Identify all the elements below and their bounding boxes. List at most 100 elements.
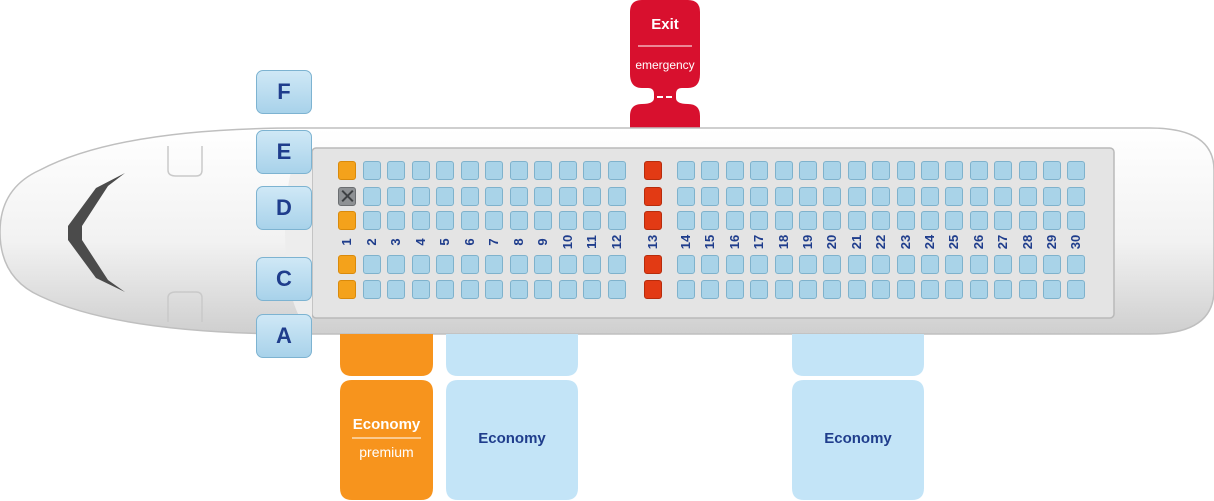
seat-21-a[interactable]	[847, 279, 866, 299]
seat-27-d[interactable]	[994, 186, 1013, 206]
seat-10-e[interactable]	[558, 160, 577, 180]
seat-6-a[interactable]	[460, 279, 479, 299]
seat-20-a[interactable]	[823, 279, 842, 299]
seat-28-c[interactable]	[1018, 254, 1037, 274]
seat-23-c[interactable]	[896, 254, 915, 274]
seat-11-e[interactable]	[583, 160, 601, 180]
seat-2-e[interactable]	[362, 160, 381, 180]
seat-17-d2[interactable]	[750, 210, 769, 230]
seat-9-e[interactable]	[534, 160, 552, 180]
seat-15-e[interactable]	[701, 160, 720, 180]
seat-26-c[interactable]	[969, 254, 988, 274]
seat-13-d[interactable]	[644, 186, 662, 206]
seat-10-d2[interactable]	[558, 210, 577, 230]
seat-30-c[interactable]	[1067, 254, 1086, 274]
seat-6-c[interactable]	[460, 254, 479, 274]
seat-19-d[interactable]	[799, 186, 817, 206]
seat-25-a[interactable]	[945, 279, 964, 299]
seat-18-d[interactable]	[774, 186, 793, 206]
seat-24-c[interactable]	[921, 254, 939, 274]
seat-17-d[interactable]	[750, 186, 769, 206]
seat-16-d[interactable]	[725, 186, 744, 206]
seat-7-c[interactable]	[485, 254, 503, 274]
seat-10-d[interactable]	[558, 186, 577, 206]
seat-6-d2[interactable]	[460, 210, 479, 230]
seat-7-a[interactable]	[485, 279, 503, 299]
seat-10-a[interactable]	[558, 279, 577, 299]
seat-21-c[interactable]	[847, 254, 866, 274]
seat-13-c[interactable]	[644, 254, 662, 274]
seat-21-d[interactable]	[847, 186, 866, 206]
seat-28-d[interactable]	[1018, 186, 1037, 206]
seat-14-e[interactable]	[677, 160, 695, 180]
seat-18-d2[interactable]	[774, 210, 793, 230]
seat-2-d2[interactable]	[362, 210, 381, 230]
seat-3-a[interactable]	[387, 279, 405, 299]
seat-23-d2[interactable]	[896, 210, 915, 230]
seat-20-c[interactable]	[823, 254, 842, 274]
seat-15-d2[interactable]	[701, 210, 720, 230]
seat-27-c[interactable]	[994, 254, 1013, 274]
seat-25-d[interactable]	[945, 186, 964, 206]
seat-1-a[interactable]	[338, 279, 356, 299]
seat-8-a[interactable]	[509, 279, 528, 299]
seat-15-c[interactable]	[701, 254, 720, 274]
seat-19-c[interactable]	[799, 254, 817, 274]
seat-29-d[interactable]	[1043, 186, 1061, 206]
seat-17-e[interactable]	[750, 160, 769, 180]
seat-15-d[interactable]	[701, 186, 720, 206]
seat-23-e[interactable]	[896, 160, 915, 180]
seat-28-e[interactable]	[1018, 160, 1037, 180]
seat-17-c[interactable]	[750, 254, 769, 274]
seat-4-d2[interactable]	[411, 210, 430, 230]
seat-29-c[interactable]	[1043, 254, 1061, 274]
seat-22-c[interactable]	[872, 254, 891, 274]
seat-8-d[interactable]	[509, 186, 528, 206]
seat-1-d[interactable]	[338, 186, 356, 206]
seat-18-c[interactable]	[774, 254, 793, 274]
seat-3-d[interactable]	[387, 186, 405, 206]
seat-21-e[interactable]	[847, 160, 866, 180]
seat-1-c[interactable]	[338, 254, 356, 274]
seat-7-d2[interactable]	[485, 210, 503, 230]
seat-30-e[interactable]	[1067, 160, 1086, 180]
seat-20-d[interactable]	[823, 186, 842, 206]
seat-27-d2[interactable]	[994, 210, 1013, 230]
seat-6-e[interactable]	[460, 160, 479, 180]
seat-18-a[interactable]	[774, 279, 793, 299]
seat-7-e[interactable]	[485, 160, 503, 180]
seat-30-a[interactable]	[1067, 279, 1086, 299]
seat-1-e[interactable]	[338, 160, 356, 180]
seat-3-e[interactable]	[387, 160, 405, 180]
seat-13-e[interactable]	[644, 160, 662, 180]
seat-30-d2[interactable]	[1067, 210, 1086, 230]
seat-16-d2[interactable]	[725, 210, 744, 230]
seat-4-a[interactable]	[411, 279, 430, 299]
seat-25-c[interactable]	[945, 254, 964, 274]
seat-14-a[interactable]	[677, 279, 695, 299]
seat-22-e[interactable]	[872, 160, 891, 180]
seat-3-d2[interactable]	[387, 210, 405, 230]
seat-17-a[interactable]	[750, 279, 769, 299]
seat-8-e[interactable]	[509, 160, 528, 180]
seat-5-a[interactable]	[436, 279, 454, 299]
seat-1-d2[interactable]	[338, 210, 356, 230]
seat-5-e[interactable]	[436, 160, 454, 180]
seat-9-d2[interactable]	[534, 210, 552, 230]
seat-25-e[interactable]	[945, 160, 964, 180]
seat-11-d[interactable]	[583, 186, 601, 206]
seat-12-e[interactable]	[607, 160, 626, 180]
seat-14-d2[interactable]	[677, 210, 695, 230]
seat-30-d[interactable]	[1067, 186, 1086, 206]
seat-2-d[interactable]	[362, 186, 381, 206]
seat-8-c[interactable]	[509, 254, 528, 274]
seat-27-e[interactable]	[994, 160, 1013, 180]
seat-16-a[interactable]	[725, 279, 744, 299]
seat-4-e[interactable]	[411, 160, 430, 180]
seat-29-d2[interactable]	[1043, 210, 1061, 230]
seat-26-a[interactable]	[969, 279, 988, 299]
seat-19-e[interactable]	[799, 160, 817, 180]
seat-20-d2[interactable]	[823, 210, 842, 230]
seat-5-c[interactable]	[436, 254, 454, 274]
seat-14-c[interactable]	[677, 254, 695, 274]
